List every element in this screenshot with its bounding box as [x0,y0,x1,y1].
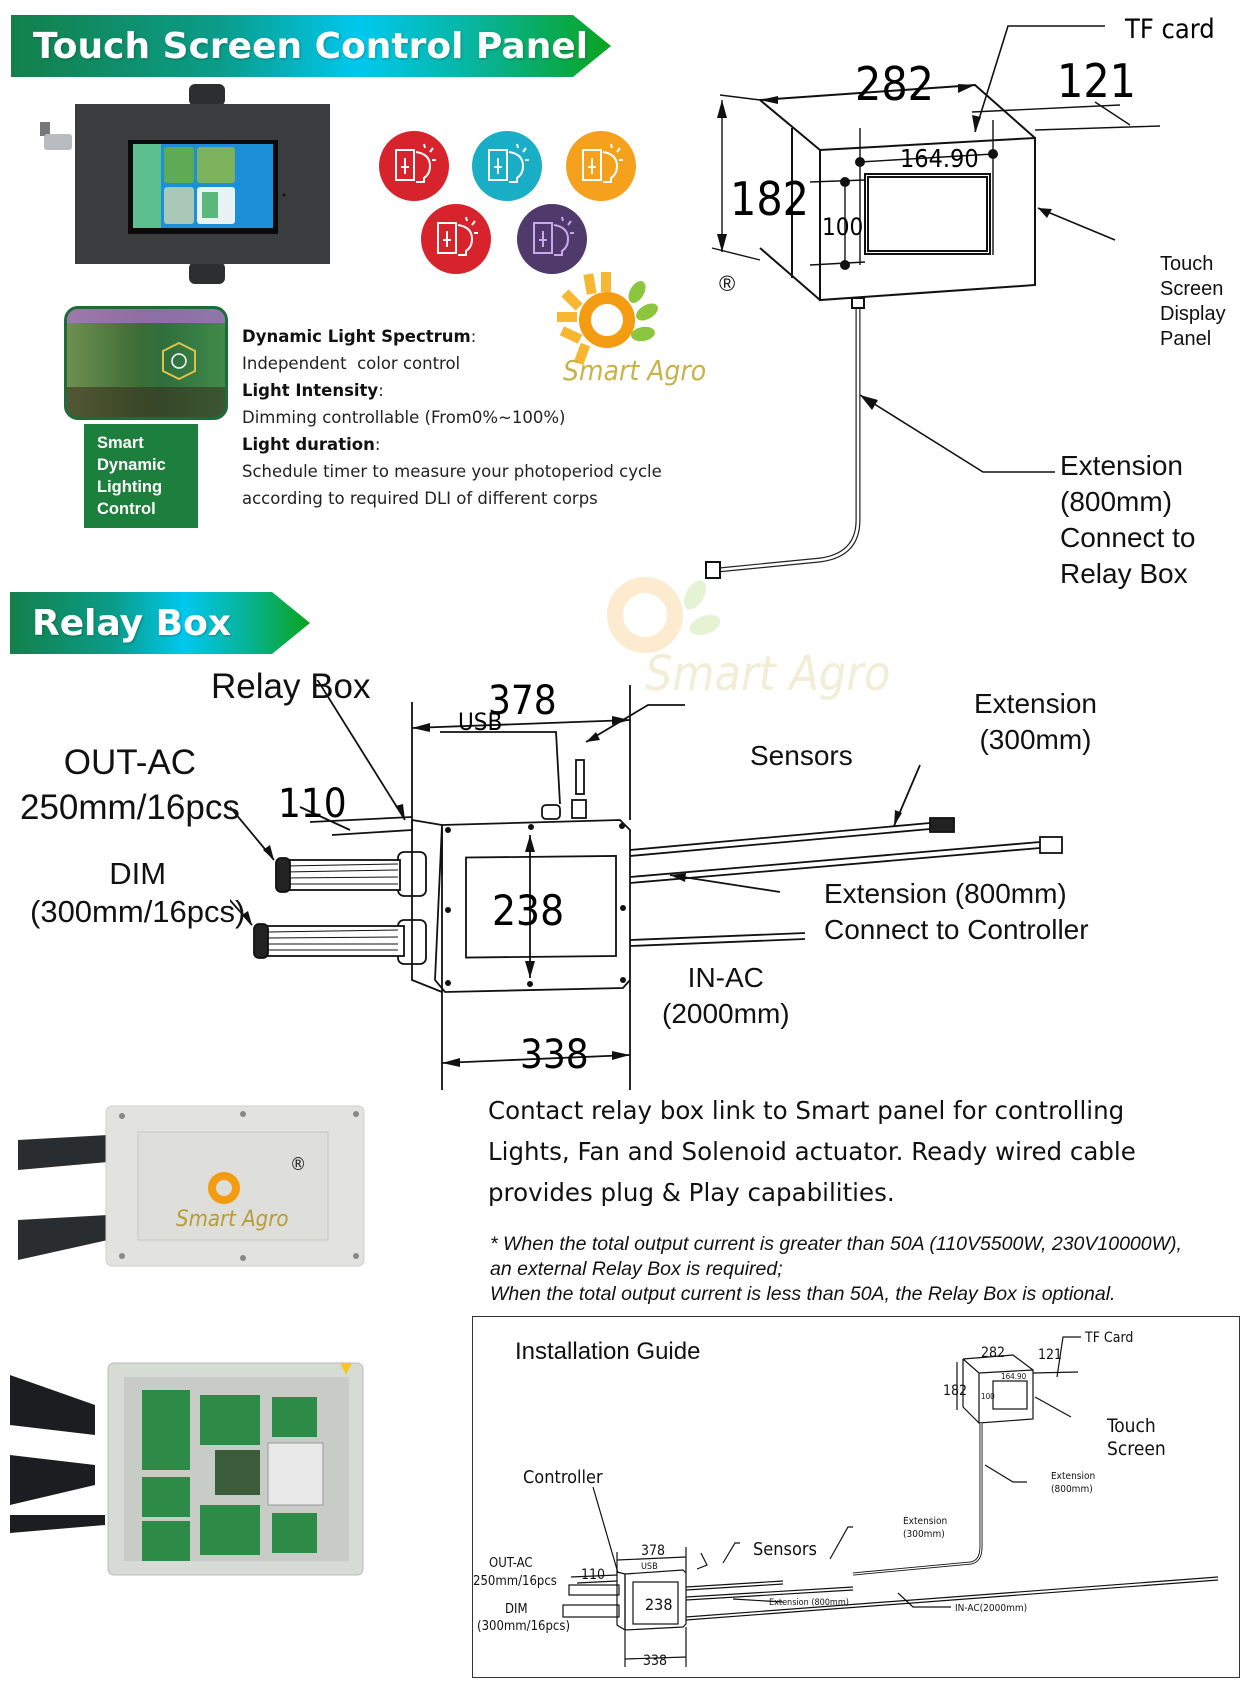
dim-cable-label: DIM(300mm/16pcs) [30,856,246,929]
light-switch-icon [517,204,587,274]
usb-label: USB [458,708,502,736]
touch-panel-photo [40,84,340,284]
relay-box-open-photo [10,1355,370,1585]
ig-controller: Controller [523,1467,603,1488]
ig-screen: Screen [1107,1438,1166,1460]
feature-list: Dynamic Light Spectrum: Independent colo… [242,323,662,512]
relay-note: * When the total output current is great… [490,1233,1182,1305]
dim-338: 338 [520,1032,589,1078]
watermark-logo: Smart Agro [575,565,935,715]
extension-300-label: Extension(300mm) [974,688,1097,755]
relay-box-closed-photo: Smart Agro ® [18,1100,378,1270]
touch-panel-drawing: TF card 282 121 182 164.90 100 [705,14,1215,579]
ig-282: 282 [981,1345,1005,1361]
ig-ext300-2: (300mm) [903,1529,945,1540]
dim-100: 100 [822,213,863,241]
in-ac-label: IN-AC(2000mm) [662,962,790,1029]
ig-164: 164.90 [1001,1372,1027,1381]
badge-line: Dynamic [97,456,166,474]
installation-guide-panel: Installation Guide [472,1316,1240,1678]
ig-ext800-top-2: (800mm) [1051,1484,1093,1495]
ig-dim-2: (300mm/16pcs) [477,1619,570,1634]
touch-panel-title: Touch Screen Control Panel [33,25,589,67]
registered-mark: ® [719,271,736,296]
ig-touch: Touch [1106,1415,1156,1437]
relay-box-drawing: 378 110 238 338 USB [230,680,1063,1090]
feature-desc: Schedule timer to measure your photoperi… [242,462,662,481]
relay-description: Contact relay box link to Smart panel fo… [488,1096,1136,1207]
touch-panel-banner: Touch Screen Control Panel [11,15,611,77]
dim-182: 182 [730,172,809,226]
smart-dynamic-lighting-badge: Smart Dynamic Lighting Control [84,424,198,528]
ig-121: 121 [1038,1347,1062,1363]
ig-ext300-1: Extension [903,1516,947,1527]
dim-282: 282 [855,57,934,111]
ig-182: 182 [943,1383,967,1399]
feature-desc: according to required DLI of different c… [242,489,598,508]
feature-title: Dynamic Light Spectrum: [242,327,477,346]
relay-box-label: Relay Box [211,667,371,706]
relay-box-banner: Relay Box [10,592,310,654]
greenhouse-photo [64,306,228,420]
tf-card-label: TF card [1124,14,1215,45]
ig-238: 238 [645,1595,672,1614]
badge-line: Smart [97,434,144,452]
dim-110: 110 [278,781,347,827]
light-switch-icon [421,204,491,274]
ig-in-ac: IN-AC(2000mm) [955,1603,1027,1614]
light-switch-icon [379,131,449,201]
feature-desc: Independent color control [242,354,461,373]
smart-agro-logo-text: Smart Agro [563,354,706,387]
relay-box-title: Relay Box [32,602,232,644]
svg-text:®: ® [290,1154,306,1175]
svg-text:Smart Agro: Smart Agro [176,1207,289,1232]
ig-dim-1: DIM [505,1602,528,1617]
ig-tf-card: TF Card [1084,1330,1133,1346]
ig-usb: USB [641,1562,658,1572]
feature-desc: Dimming controllable (From0%~100%) [242,408,566,427]
badge-line: Control [97,500,156,518]
smart-agro-logo: Smart Agro [555,272,735,402]
feature-title: Light Intensity: [242,381,384,400]
svg-text:Smart Agro: Smart Agro [645,646,890,702]
badge-line: Lighting [97,478,163,496]
sensors-label: Sensors [750,740,853,771]
ig-100: 100 [981,1392,995,1401]
ig-outac-1: OUT-AC [489,1556,533,1571]
ig-ext800-top-1: Extension [1051,1471,1095,1482]
feature-title: Light duration: [242,435,381,454]
ig-378: 378 [641,1543,665,1559]
dim-378: 378 [488,680,557,724]
dim-238: 238 [492,886,564,935]
ig-110: 110 [581,1567,605,1583]
installation-guide-diagram: TF Card 282 121 182 164.90 100 Touch Scr… [473,1330,1219,1669]
light-switch-icon [566,131,636,201]
ig-outac-2: 250mm/16pcs [473,1574,557,1589]
ig-338: 338 [643,1653,667,1669]
extension-800-controller-label: Extension (800mm)Connect to Controller [824,878,1089,945]
ig-sensors: Sensors [753,1539,817,1560]
dim-121: 121 [1057,54,1136,108]
dim-164: 164.90 [900,144,979,173]
installation-guide-title: Installation Guide [515,1338,701,1365]
light-switch-icon [472,131,542,201]
ig-ext800-mid: Extension (800mm) [769,1598,849,1608]
